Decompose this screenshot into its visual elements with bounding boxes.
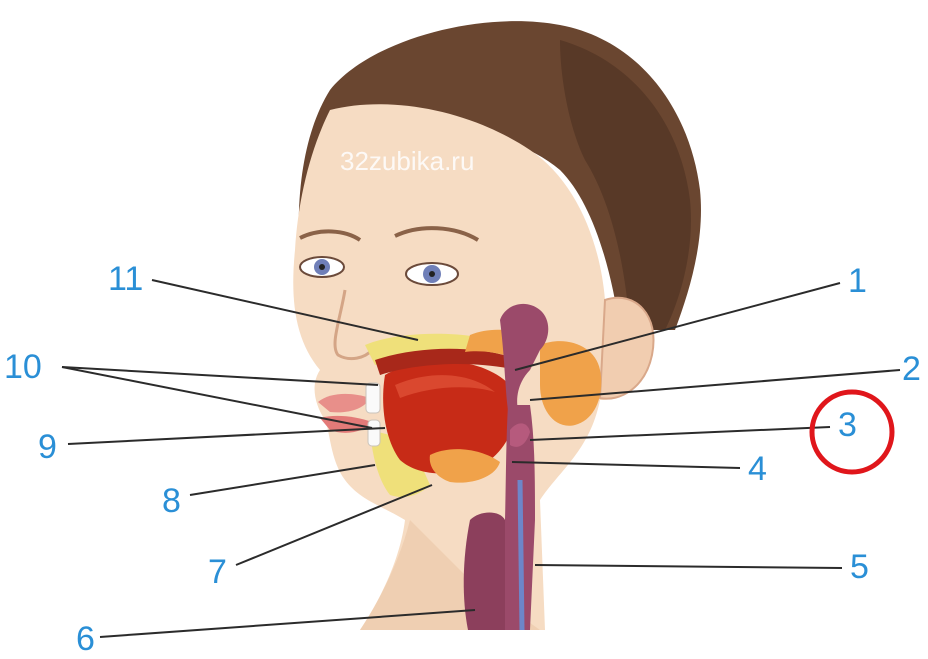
label-10: 10 <box>4 348 42 386</box>
label-8: 8 <box>162 482 181 520</box>
label-9: 9 <box>38 428 57 466</box>
ear <box>600 298 654 399</box>
upper-teeth <box>366 383 380 413</box>
lower-teeth <box>368 420 380 446</box>
label-7: 7 <box>208 553 227 591</box>
left-eye <box>300 257 344 277</box>
right-eye <box>406 263 458 285</box>
label-5: 5 <box>850 548 869 586</box>
watermark: 32zubika.ru <box>340 146 474 176</box>
leader-line-5 <box>535 565 842 568</box>
label-6: 6 <box>76 620 95 658</box>
label-2: 2 <box>902 350 921 388</box>
label-4: 4 <box>748 450 767 488</box>
esophagus <box>464 513 505 631</box>
label-1: 1 <box>848 262 867 300</box>
label-11: 11 <box>108 260 143 298</box>
airway-blue-line <box>520 480 522 630</box>
label-3: 3 <box>838 406 857 444</box>
